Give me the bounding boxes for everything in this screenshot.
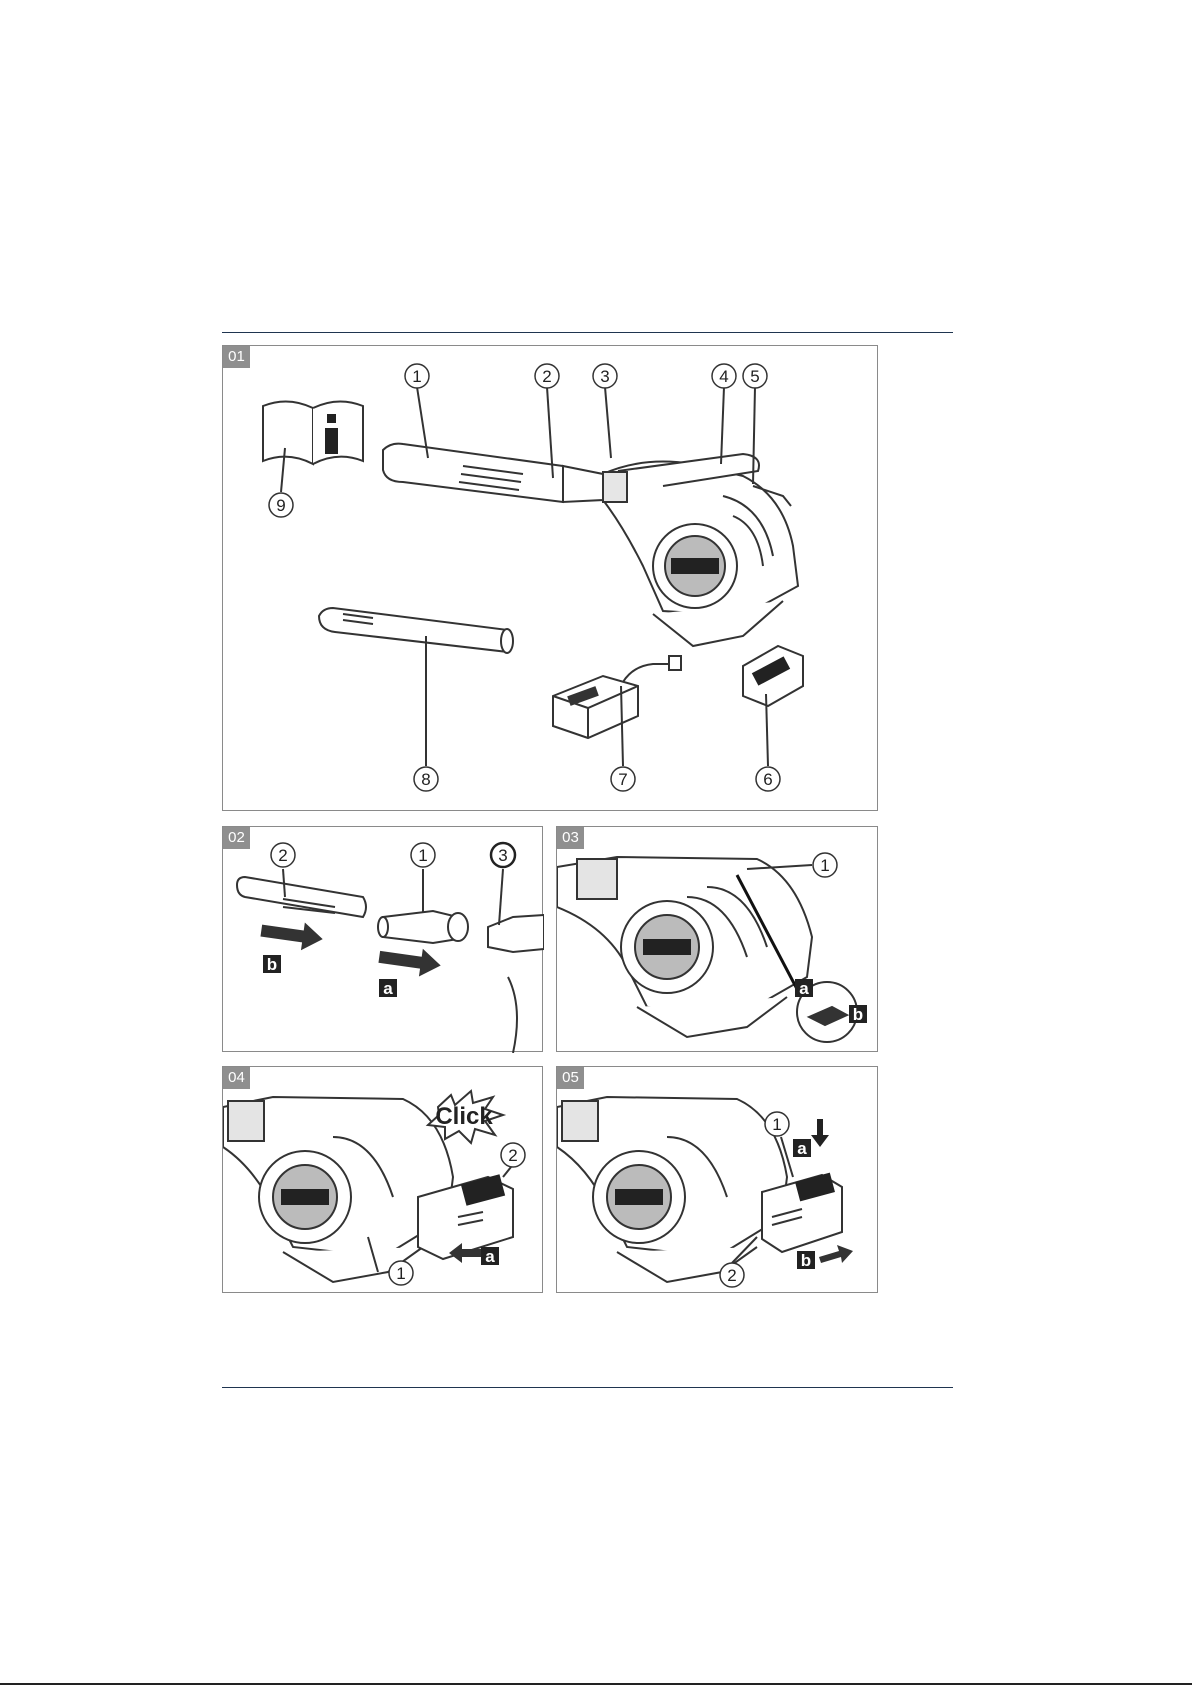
svg-text:1: 1 — [820, 856, 829, 875]
callout-9: 9 — [269, 493, 293, 517]
panel-04-insert-battery: 04 Click a 2 1 — [222, 1066, 543, 1293]
svg-text:9: 9 — [276, 496, 285, 515]
step-a-label: a — [793, 1139, 811, 1158]
svg-text:2: 2 — [508, 1146, 517, 1165]
step-a-label: a — [795, 979, 813, 998]
svg-text:2: 2 — [727, 1266, 736, 1285]
svg-text:1: 1 — [772, 1115, 781, 1134]
callout-3: 3 — [593, 364, 617, 388]
blower-body — [603, 454, 798, 646]
panel-02-tube-assembly: 02 b a 2 1 3 — [222, 826, 543, 1052]
svg-text:1: 1 — [396, 1264, 405, 1283]
svg-text:4: 4 — [719, 367, 728, 386]
callout-2: 2 — [271, 843, 295, 867]
callout-1: 1 — [765, 1112, 789, 1136]
step-b-label: b — [797, 1251, 815, 1270]
svg-text:a: a — [797, 1139, 807, 1158]
panel-01-overview: 01 — [222, 345, 878, 811]
callout-1: 1 — [813, 853, 837, 877]
callout-2: 2 — [535, 364, 559, 388]
svg-text:2: 2 — [542, 367, 551, 386]
footer-rule — [222, 1387, 953, 1388]
callout-2: 2 — [501, 1143, 525, 1167]
charger — [553, 656, 681, 738]
step-a-label: a — [379, 979, 397, 998]
panel-05-remove-battery: 05 a b 1 2 — [556, 1066, 878, 1293]
svg-text:3: 3 — [600, 367, 609, 386]
svg-text:2: 2 — [278, 846, 287, 865]
callout-1: 1 — [405, 364, 429, 388]
svg-text:a: a — [383, 979, 393, 998]
svg-text:b: b — [267, 955, 277, 974]
header-rule — [222, 332, 953, 333]
step-a-label: a — [481, 1247, 499, 1266]
svg-text:5: 5 — [750, 367, 759, 386]
extension-tube — [319, 608, 513, 653]
overview-illustration: 1 2 3 4 5 6 7 8 9 — [223, 346, 879, 812]
callout-2: 2 — [720, 1263, 744, 1287]
svg-text:6: 6 — [763, 770, 772, 789]
callout-3: 3 — [491, 843, 515, 867]
svg-text:b: b — [801, 1251, 811, 1270]
svg-text:8: 8 — [421, 770, 430, 789]
svg-text:a: a — [485, 1247, 495, 1266]
step-b-label: b — [263, 955, 281, 974]
svg-text:1: 1 — [412, 367, 421, 386]
blower-tube — [383, 444, 603, 502]
callout-1: 1 — [411, 843, 435, 867]
callout-4: 4 — [712, 364, 736, 388]
battery — [743, 646, 803, 706]
svg-text:b: b — [853, 1005, 863, 1024]
callout-7: 7 — [611, 767, 635, 791]
click-label: Click — [435, 1103, 493, 1130]
svg-text:1: 1 — [418, 846, 427, 865]
svg-text:7: 7 — [618, 770, 627, 789]
callout-5: 5 — [743, 364, 767, 388]
svg-text:a: a — [799, 979, 809, 998]
callout-6: 6 — [756, 767, 780, 791]
callout-1: 1 — [389, 1261, 413, 1285]
step-b-label: b — [849, 1005, 867, 1024]
panel-03-switch: 03 a b 1 — [556, 826, 878, 1052]
callout-8: 8 — [414, 767, 438, 791]
manual-book-icon — [263, 401, 363, 464]
svg-text:3: 3 — [498, 846, 507, 865]
